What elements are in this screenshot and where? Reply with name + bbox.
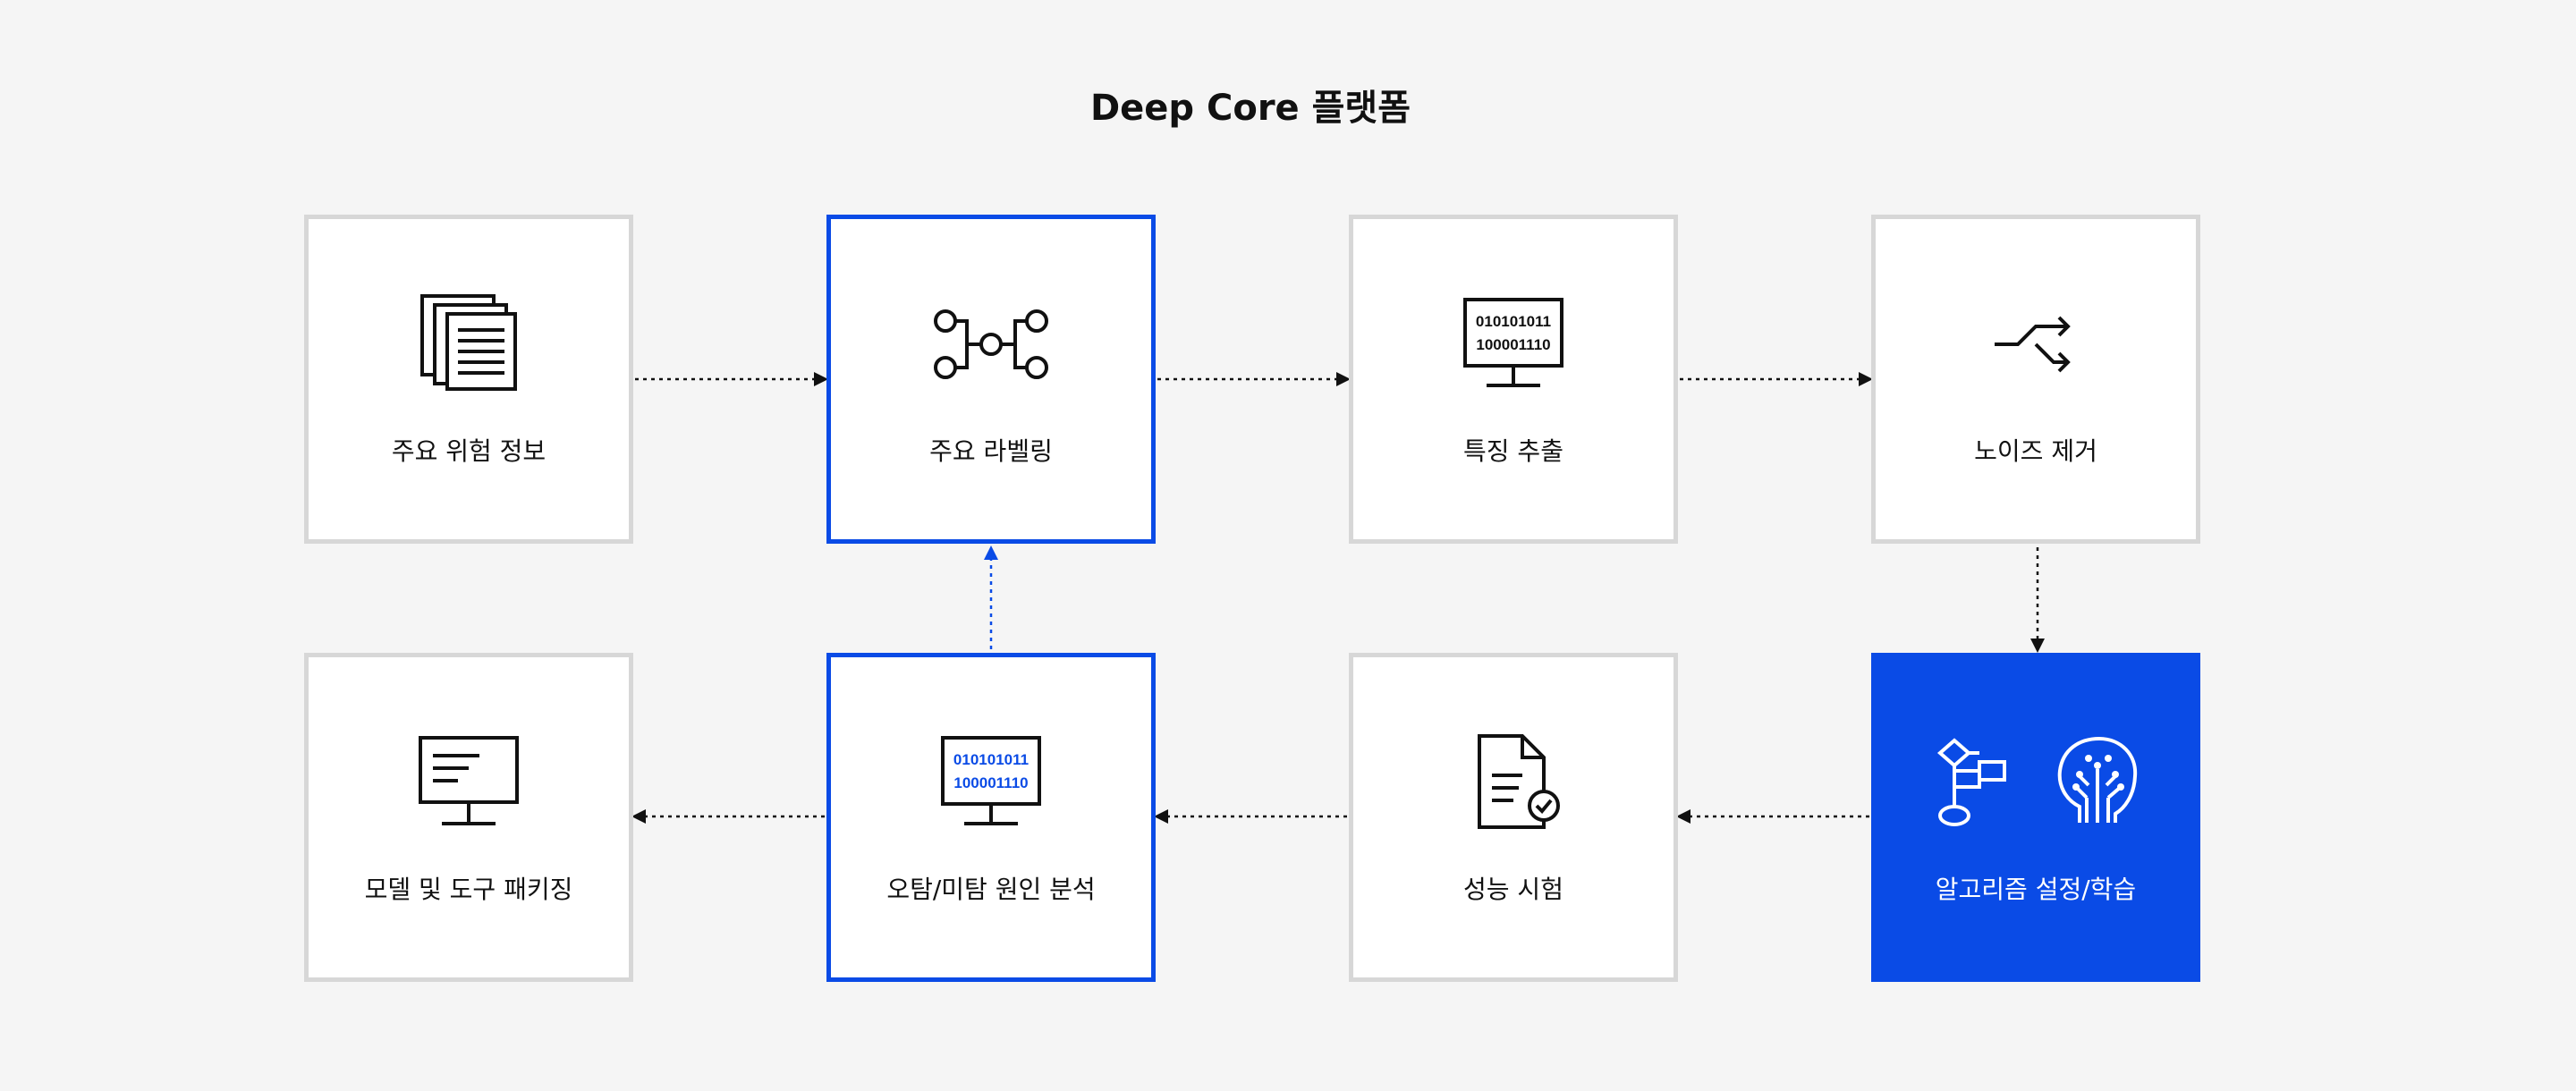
node-label: 모델 및 도구 패키징 bbox=[364, 875, 573, 904]
node-error-analysis: 010101011 100001110 오탐/미탐 원인 분석 bbox=[826, 653, 1156, 982]
node-label: 특징 추출 bbox=[1463, 436, 1563, 466]
binary-line-1: 010101011 bbox=[953, 751, 1029, 768]
ai-brain-head-icon bbox=[2057, 736, 2138, 823]
node-algorithm-training: 알고리즘 설정/학습 bbox=[1871, 653, 2200, 982]
node-label: 주요 라벨링 bbox=[929, 436, 1053, 466]
monitor-text-icon bbox=[419, 736, 519, 825]
shuffle-icon bbox=[1995, 316, 2071, 373]
binary-monitor-icon: 010101011 100001110 bbox=[1463, 298, 1563, 387]
node-model-packaging: 모델 및 도구 패키징 bbox=[304, 653, 633, 982]
documents-icon bbox=[420, 294, 517, 391]
node-label: 알고리즘 설정/학습 bbox=[1935, 875, 2137, 904]
node-labeling: 주요 라벨링 bbox=[826, 215, 1156, 544]
node-feature-extraction: 010101011 100001110 특징 추출 bbox=[1349, 215, 1678, 544]
node-risk-info: 주요 위험 정보 bbox=[304, 215, 633, 544]
network-nodes-icon bbox=[934, 309, 1048, 379]
binary-line-2: 100001110 bbox=[1476, 336, 1550, 353]
binary-line-2: 100001110 bbox=[953, 774, 1028, 791]
document-check-icon bbox=[1478, 734, 1560, 829]
node-performance-test: 성능 시험 bbox=[1349, 653, 1678, 982]
node-label: 주요 위험 정보 bbox=[391, 436, 547, 466]
node-label: 오탐/미탐 원인 분석 bbox=[886, 875, 1096, 904]
binary-line-1: 010101011 bbox=[1476, 313, 1551, 330]
flowchart-icon bbox=[1936, 738, 2006, 826]
node-label: 성능 시험 bbox=[1463, 875, 1563, 904]
node-label: 노이즈 제거 bbox=[1974, 436, 2097, 466]
binary-monitor-icon: 010101011 100001110 bbox=[941, 736, 1041, 825]
node-noise-removal: 노이즈 제거 bbox=[1871, 215, 2200, 544]
diagram-title: Deep Core 플랫폼 bbox=[1089, 88, 1411, 129]
